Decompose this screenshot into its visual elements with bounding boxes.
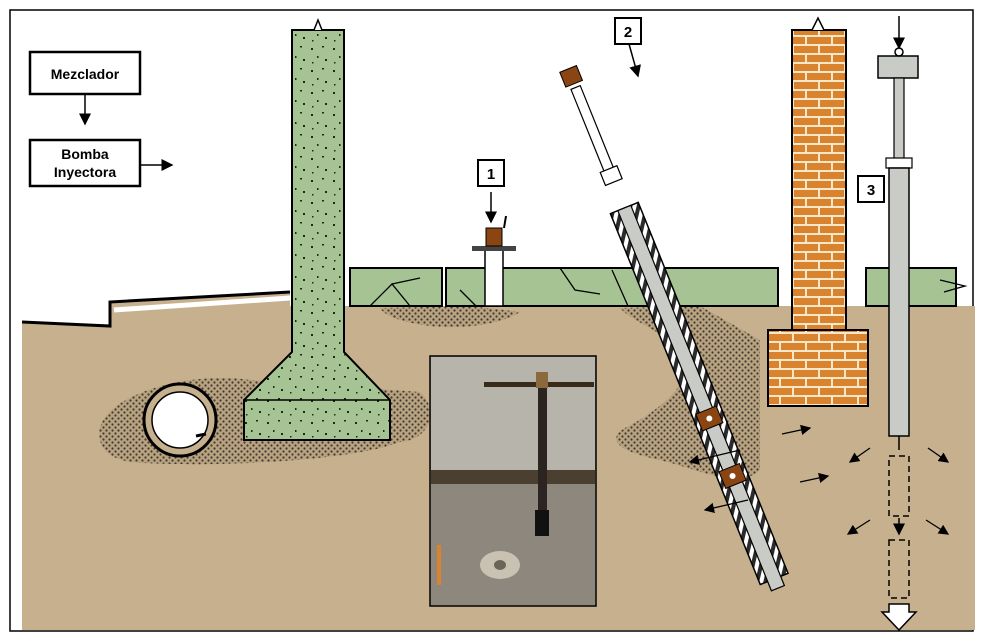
pump-box: Bomba Inyectora <box>30 140 140 186</box>
step-1-badge: 1 <box>478 160 504 186</box>
drain-pipe <box>144 384 216 456</box>
mixer-label: Mezclador <box>51 66 120 82</box>
pump-label-line1: Bomba <box>61 146 109 162</box>
mixer-box: Mezclador <box>30 52 140 94</box>
step-3-label: 3 <box>867 182 875 199</box>
pump-label-line2: Inyectora <box>54 164 116 180</box>
step-2-badge: 2 <box>615 18 641 44</box>
grout-injection-photo <box>430 356 596 606</box>
step-3-badge: 3 <box>858 176 884 202</box>
step-1-label: 1 <box>487 166 495 183</box>
step-2-label: 2 <box>624 24 632 41</box>
